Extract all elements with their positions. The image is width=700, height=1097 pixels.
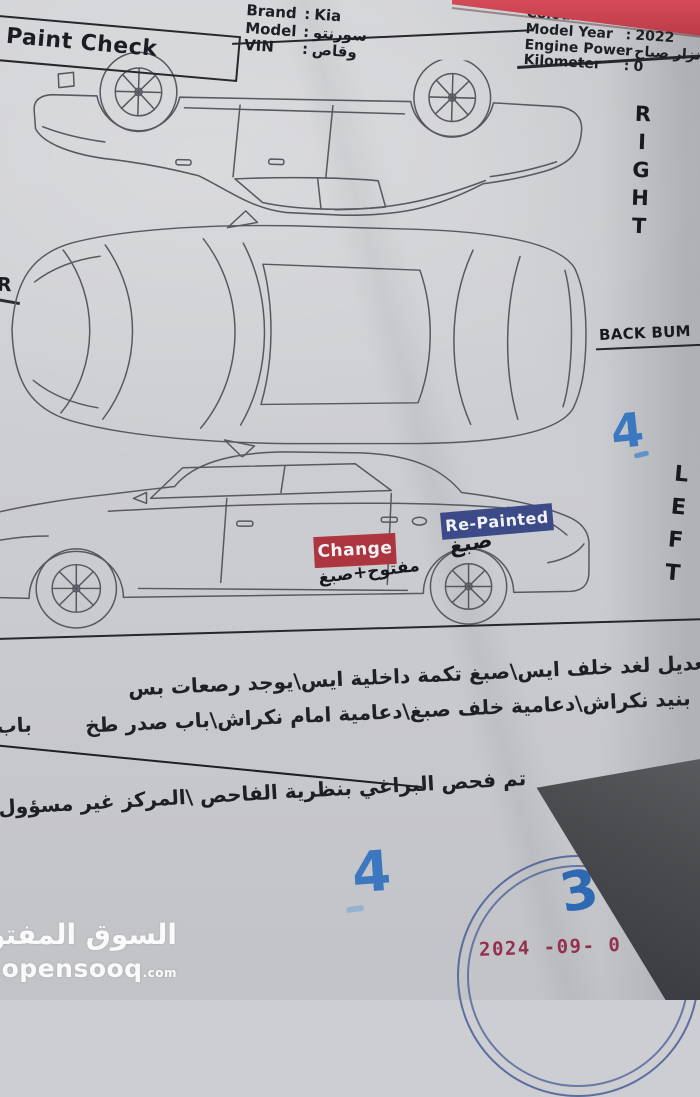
front-wheel [35, 548, 118, 629]
roof-panel [260, 263, 431, 406]
colon: : [624, 42, 631, 59]
vin-value: وقاص [311, 40, 358, 62]
colon: : [623, 58, 630, 75]
colon: : [303, 4, 311, 24]
bumper-mark [57, 71, 75, 89]
inspection-note-line-3: باب [0, 712, 33, 738]
windshield-line [199, 238, 236, 429]
car-side-view-flipped-diagram [33, 51, 583, 216]
car-side-view-diagram [0, 451, 590, 629]
watermark-latin-name: opensooq [1, 954, 143, 983]
rear-wheel [413, 57, 492, 138]
kilometer-value: 0 [632, 59, 644, 76]
watermark-arabic: السوق المفتوح [0, 918, 177, 951]
watermark-latin: opensooq.com [2, 954, 177, 983]
vin-label: VIN [243, 35, 275, 56]
car-plan-view-diagram [11, 210, 587, 458]
front-cut-label: R [0, 273, 13, 297]
hood-lines [60, 244, 134, 420]
car-outline [33, 51, 583, 216]
colon: : [302, 22, 310, 41]
rear-glass-line [453, 249, 474, 426]
colon: : [625, 26, 632, 44]
car-outline [11, 210, 587, 458]
grade-bottom: 4 [349, 838, 394, 907]
door-mirror [132, 491, 148, 505]
page-title: Paint Check [5, 23, 159, 62]
left-mirror [226, 210, 259, 229]
rear-wheel [429, 548, 508, 625]
right-mirror [223, 439, 256, 458]
front-wheel [99, 51, 178, 133]
car-outline [0, 451, 590, 629]
right-side-label: R I G H T [630, 101, 652, 239]
vehicle-info-column: Brand : Kia Model : سورنتو VIN : وقاص [243, 1, 369, 62]
side-glass [149, 463, 393, 500]
watermark-tld: .com [142, 966, 177, 980]
colon: : [301, 39, 309, 59]
